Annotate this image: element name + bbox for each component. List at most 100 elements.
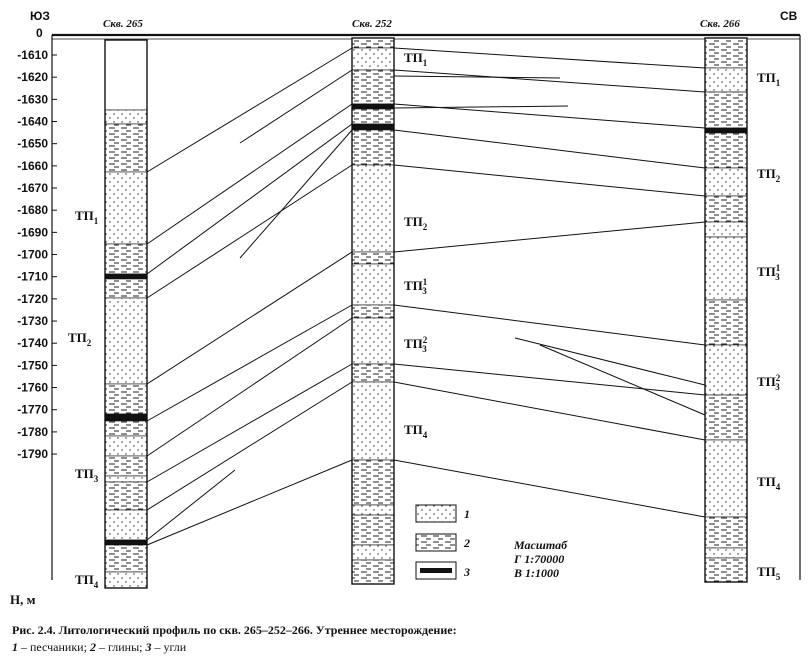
layer-clay — [351, 304, 395, 319]
well-column-2 — [351, 37, 395, 585]
depth-tick-label: -1660 — [17, 159, 48, 173]
layer-sand — [104, 509, 148, 541]
unit-label: ТП5 — [757, 564, 781, 582]
correlation-line — [393, 47, 706, 69]
layer-coal — [351, 103, 395, 110]
unit-label: ТП2 — [404, 214, 428, 232]
layer-sand — [104, 571, 148, 589]
correlation-line — [514, 337, 706, 386]
depth-tick-label: -1780 — [17, 425, 48, 439]
depth-tick-label: -1770 — [17, 403, 48, 417]
correlation-line — [146, 164, 353, 299]
layer-sand — [704, 167, 748, 197]
layer-sand — [104, 171, 148, 245]
unit-label: ТП2 — [757, 166, 781, 184]
layer-clay — [704, 91, 748, 129]
depth-tick-label: -1630 — [17, 92, 48, 106]
layer-coal — [104, 539, 148, 546]
depth-tick-label: -1680 — [17, 203, 48, 217]
correlation-line — [146, 381, 353, 511]
layer-clay — [704, 516, 748, 549]
depth-tick-label: -1740 — [17, 336, 48, 350]
layer-sand — [351, 544, 395, 561]
correlation-line — [393, 69, 706, 93]
layer-sand — [351, 504, 395, 516]
correlation-line — [146, 123, 353, 275]
scale-block: Масштаб Г 1:70000 В 1:1000 — [513, 538, 568, 580]
correlation-line — [393, 103, 706, 129]
layer-sand — [104, 435, 148, 457]
layer-clay — [351, 559, 395, 585]
depth-tick-label: -1730 — [17, 314, 48, 328]
layer-clay — [704, 557, 748, 583]
layer-clay — [104, 278, 148, 299]
layer-sand — [351, 47, 395, 71]
legend-label-2: 2 — [463, 536, 470, 550]
well-column-1 — [104, 39, 148, 589]
layer-sand — [351, 164, 395, 253]
layer-clay — [351, 251, 395, 265]
depth-tick-label: -1620 — [17, 70, 48, 84]
layer-sand — [351, 381, 395, 461]
layer-clay — [351, 37, 395, 49]
depth-tick-label: -1750 — [17, 358, 48, 372]
caption-line-2: 1 – песчаники; 2 – глины; 3 – угли — [12, 640, 187, 654]
layer-clay — [104, 243, 148, 275]
ne-direction-label: СВ — [780, 9, 798, 23]
well-266-title: Скв. 266 — [700, 18, 740, 30]
correlation-line — [146, 47, 353, 173]
legend: 1 2 3 — [415, 504, 470, 580]
well-column-3 — [704, 37, 748, 583]
unit-label: ТП1 — [75, 208, 99, 226]
correlation-line — [393, 129, 706, 169]
well-column-outline — [351, 37, 395, 585]
correlation-line — [146, 317, 353, 457]
layer-clay — [704, 132, 748, 169]
correlation-line — [393, 105, 569, 109]
layer-clay — [104, 123, 148, 173]
correlation-line — [393, 459, 706, 518]
legend-swatch-sandstone — [415, 504, 457, 523]
unit-label: ТП1 — [757, 70, 781, 88]
unit-label: ТП2 — [68, 330, 92, 348]
well-column-outline — [104, 39, 148, 589]
scale-horizontal: Г 1:70000 — [513, 552, 564, 566]
layer-clay — [104, 455, 148, 477]
depth-tick-label: -1720 — [17, 292, 48, 306]
depth-tick-label: -1650 — [17, 137, 48, 151]
correlation-line — [393, 75, 561, 79]
correlation-line — [146, 103, 353, 245]
header: ЮЗ СВ 0 — [30, 9, 801, 580]
correlation-line — [239, 129, 353, 259]
correlation-line — [146, 251, 353, 385]
depth-tick-label: -1690 — [17, 225, 48, 239]
well-column-outline — [704, 37, 748, 583]
scale-vertical: В 1:1000 — [513, 566, 559, 580]
depth-tick-label: -1790 — [17, 447, 48, 461]
correlation-line — [146, 459, 353, 546]
layer-clay — [351, 363, 395, 383]
layer-clay — [351, 129, 395, 166]
layer-clay — [104, 544, 148, 573]
layer-clay — [351, 514, 395, 546]
correlation-line — [239, 69, 353, 144]
layer-sand — [704, 221, 748, 238]
legend-label-1: 1 — [464, 507, 470, 521]
correlation-line — [146, 363, 353, 483]
layer-sand — [704, 236, 748, 301]
depth-tick-label: -1670 — [17, 181, 48, 195]
layer-clay — [704, 394, 748, 441]
layer-clay — [104, 383, 148, 415]
depth-tick-label: -1610 — [17, 48, 48, 62]
unit-label: ТП4 — [75, 572, 99, 590]
layer-sand — [704, 67, 748, 93]
well-columns — [104, 37, 748, 589]
layer-sand — [351, 263, 395, 306]
unit-label: ТП3 — [75, 466, 99, 484]
layer-sand — [104, 475, 148, 483]
